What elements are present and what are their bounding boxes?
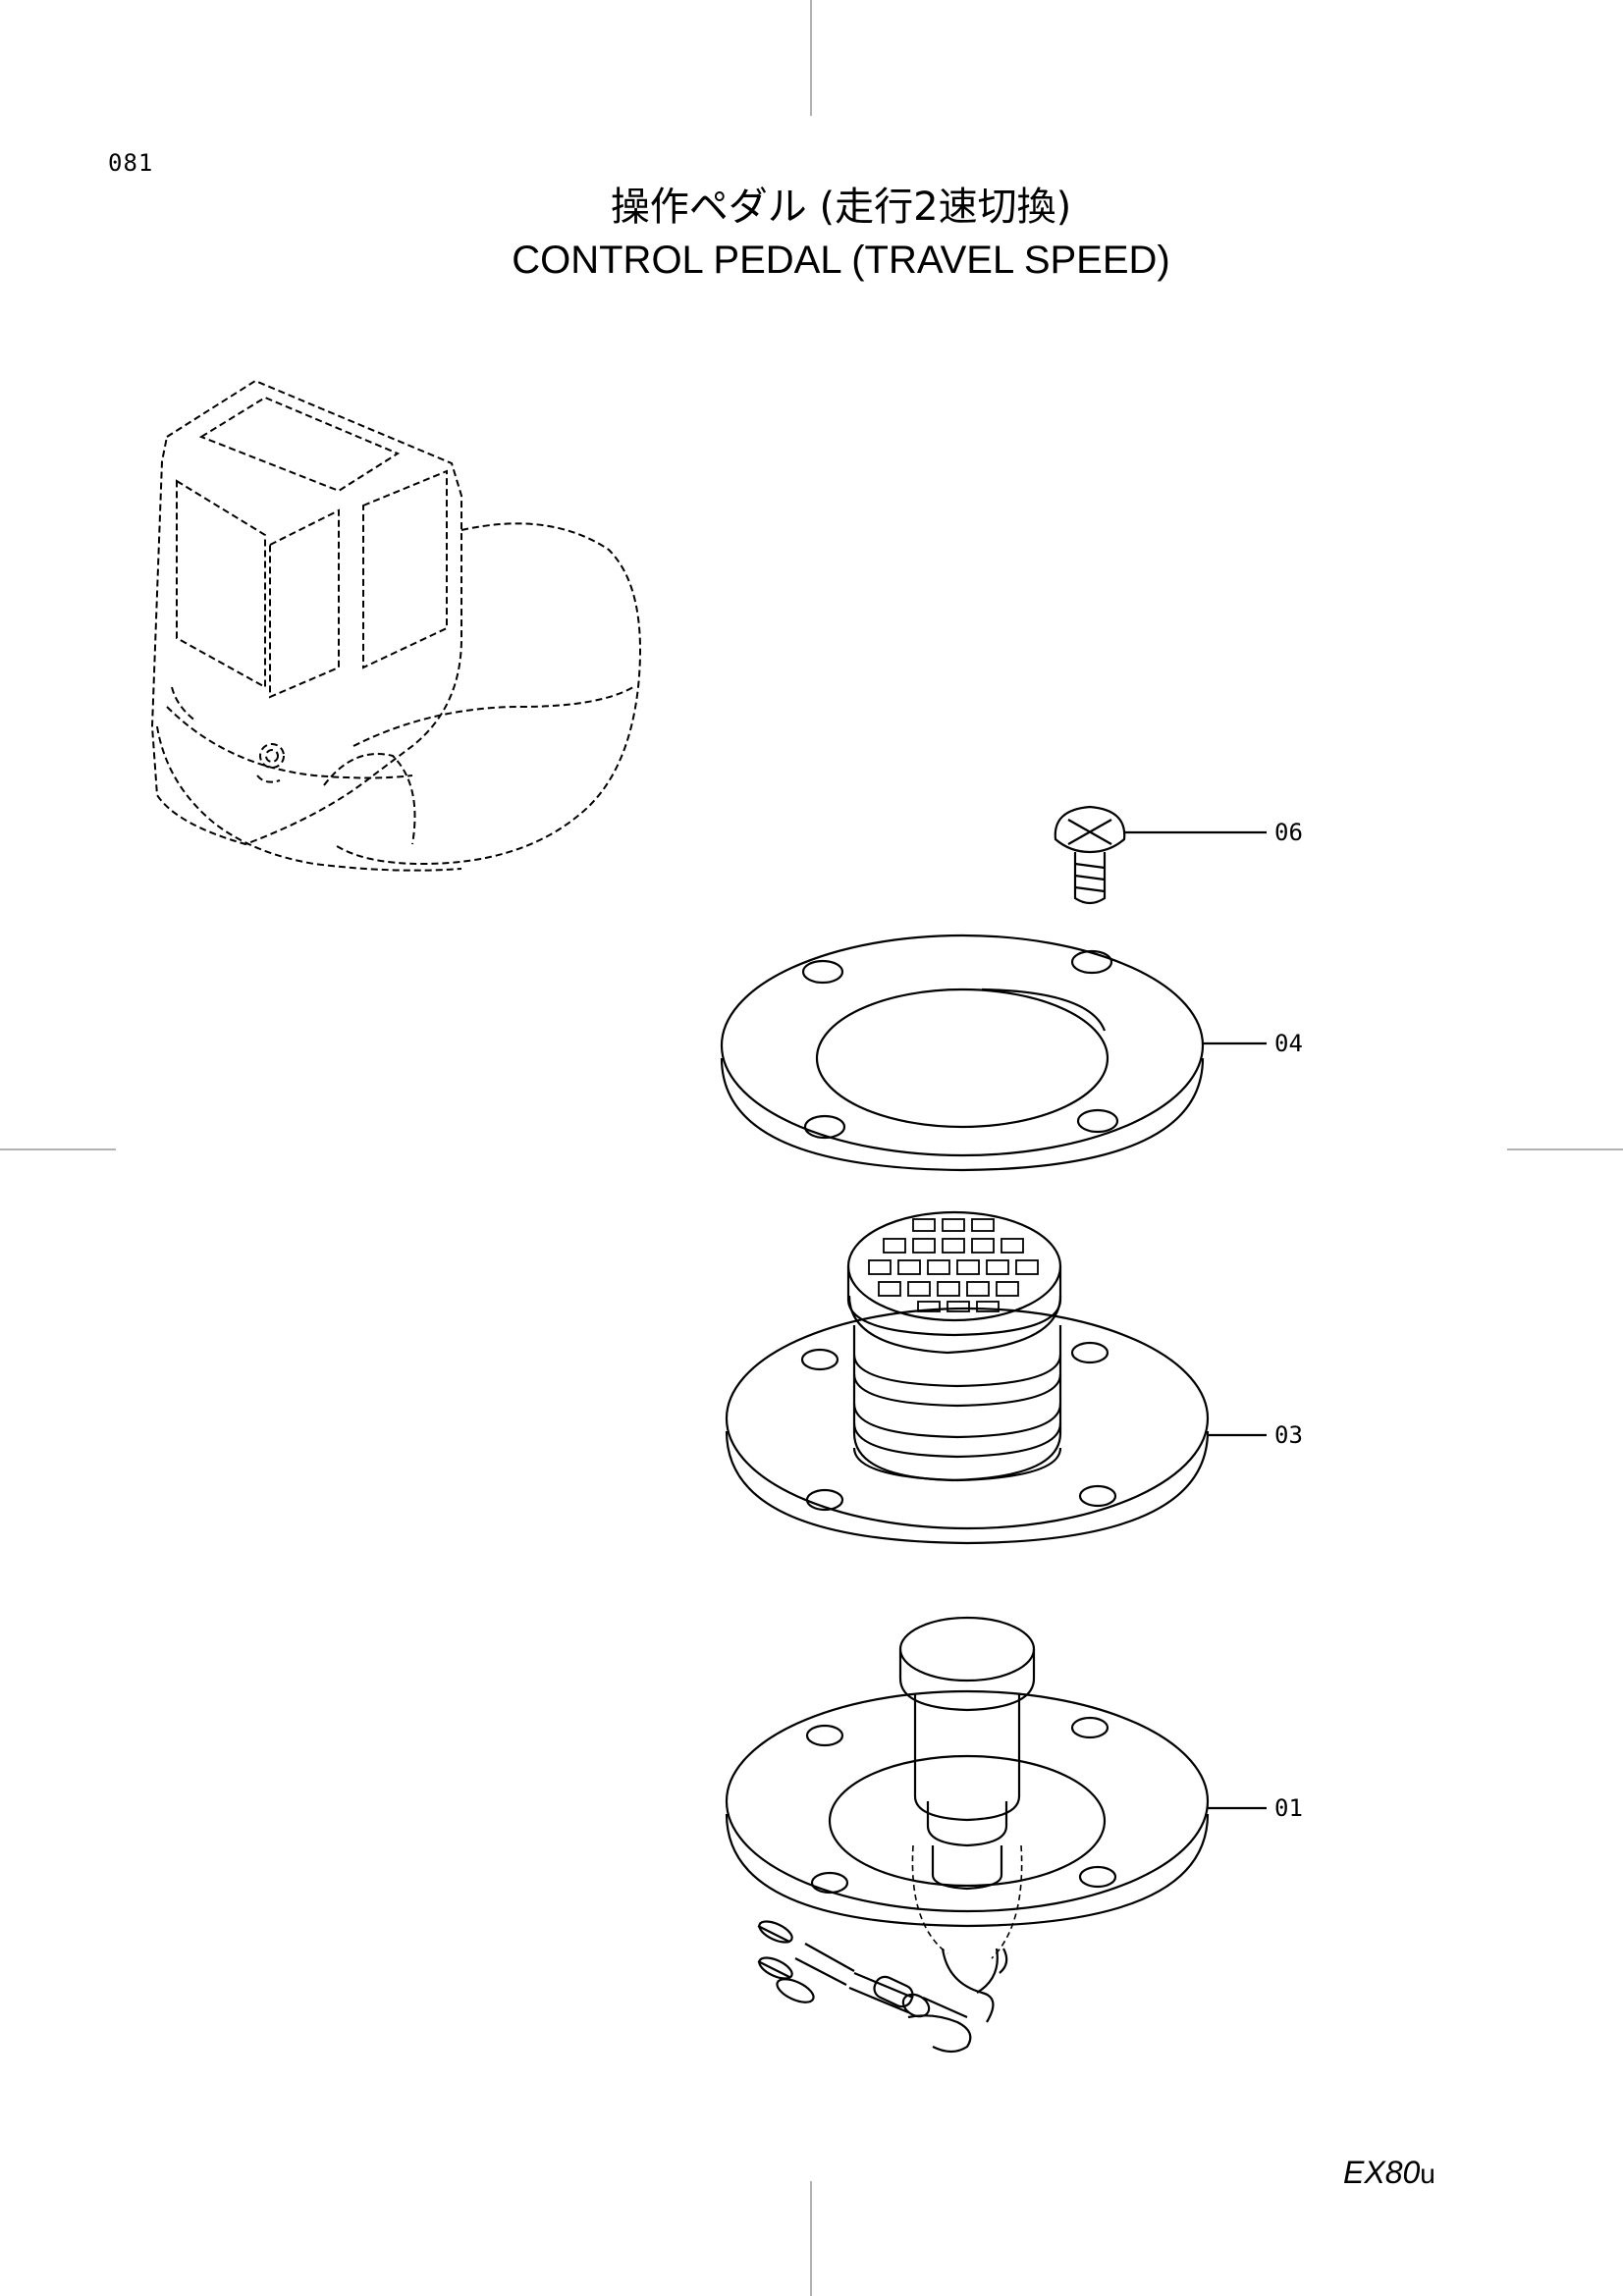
machine-overview (150, 379, 641, 872)
part-01-pedal-switch (725, 1616, 1267, 2054)
callout-04: 04 (1274, 1030, 1303, 1057)
model-name: EX80 (1343, 2155, 1421, 2190)
title-japanese: 操作ペダル (走行2速切換) (610, 185, 1072, 230)
part-04-ring-plate (720, 934, 1267, 1172)
model-label: EX80u (1343, 2155, 1435, 2191)
title-block: 操作ペダル (走行2速切換) CONTROL PEDAL (TRAVEL SPE… (0, 182, 1623, 288)
part-06-screw (1054, 805, 1267, 905)
model-suffix: u (1420, 2159, 1435, 2189)
callout-06: 06 (1274, 819, 1303, 846)
part-03-boot-cover (725, 1210, 1267, 1545)
page-number: 081 (108, 149, 154, 177)
callout-01: 01 (1274, 1794, 1303, 1822)
title-english: CONTROL PEDAL (TRAVEL SPEED) (512, 239, 1170, 282)
callout-03: 03 (1274, 1421, 1303, 1449)
